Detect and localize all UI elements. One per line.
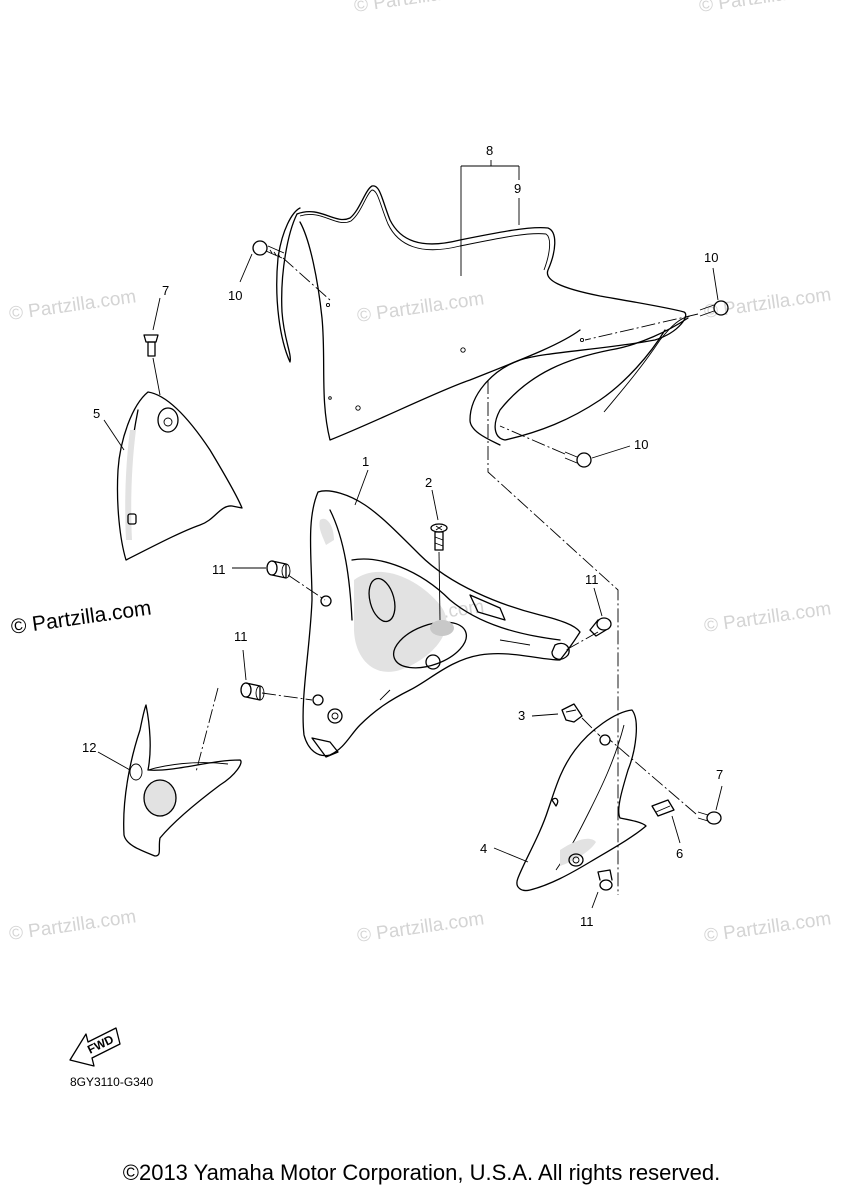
callout-label-1: 1 xyxy=(362,454,369,469)
screw-10-right: 10 xyxy=(584,250,729,341)
collar-11-right: 11 xyxy=(565,572,612,651)
callout-label-9: 9 xyxy=(514,181,521,196)
callout-label-11: 11 xyxy=(212,562,226,577)
callout-label-4: 4 xyxy=(480,841,487,856)
watermark-prominent: © Partzilla.com xyxy=(9,596,152,638)
collar-11-bottom: 11 xyxy=(580,869,613,929)
left-panel-part: 5 xyxy=(93,391,243,561)
callout-label-10: 10 xyxy=(634,437,648,452)
right-panel-part: 4 xyxy=(480,709,647,892)
watermark: © Partzilla.com xyxy=(8,286,138,325)
collar-11-left: 11 xyxy=(212,560,326,601)
callout-label-11: 11 xyxy=(585,572,599,587)
watermark: © Partzilla.com xyxy=(353,0,483,17)
screw-7-top: 7 xyxy=(143,283,169,396)
watermark: © Partzilla.com xyxy=(703,598,833,637)
callout-label-11: 11 xyxy=(580,914,594,929)
assembly-reference-line xyxy=(487,380,619,895)
callout-label-5: 5 xyxy=(93,406,100,421)
watermark: © Partzilla.com xyxy=(698,0,828,17)
callout-8-9-bracket: 8 9 xyxy=(460,143,521,276)
watermark: © Partzilla.com xyxy=(356,288,486,327)
lower-panel-part: 12 xyxy=(82,687,242,857)
clip-6: 6 xyxy=(651,799,683,861)
fwd-arrow-icon: FWD xyxy=(69,1027,121,1067)
watermark: © Partzilla.com xyxy=(703,284,833,323)
clip-nut-3: 3 xyxy=(518,703,601,737)
callout-label-2: 2 xyxy=(425,475,432,490)
windshield-part xyxy=(276,185,691,446)
callout-label-12: 12 xyxy=(82,740,96,755)
main-cowl-part: 1 xyxy=(302,454,581,758)
watermark: © Partzilla.com xyxy=(8,906,138,945)
screw-10-bottom: 10 xyxy=(499,425,648,468)
screw-7-right: 7 xyxy=(609,739,723,825)
screw-2: 2 xyxy=(425,475,448,621)
collar-11-center-left: 11 xyxy=(234,629,313,701)
callout-label-10: 10 xyxy=(228,288,242,303)
copyright-notice: ©2013 Yamaha Motor Corporation, U.S.A. A… xyxy=(122,1160,721,1185)
callout-label-3: 3 xyxy=(518,708,525,723)
watermark: © Partzilla.com xyxy=(356,908,486,947)
watermark: © Partzilla.com xyxy=(703,908,833,947)
callout-label-8: 8 xyxy=(486,143,493,158)
screw-10-left: 10 xyxy=(228,240,331,303)
callout-label-7: 7 xyxy=(716,767,723,782)
callout-label-11: 11 xyxy=(234,629,248,644)
callout-label-7: 7 xyxy=(162,283,169,298)
callout-label-6: 6 xyxy=(676,846,683,861)
callout-label-10: 10 xyxy=(704,250,718,265)
diagram-code: 8GY3110-G340 xyxy=(70,1075,153,1089)
